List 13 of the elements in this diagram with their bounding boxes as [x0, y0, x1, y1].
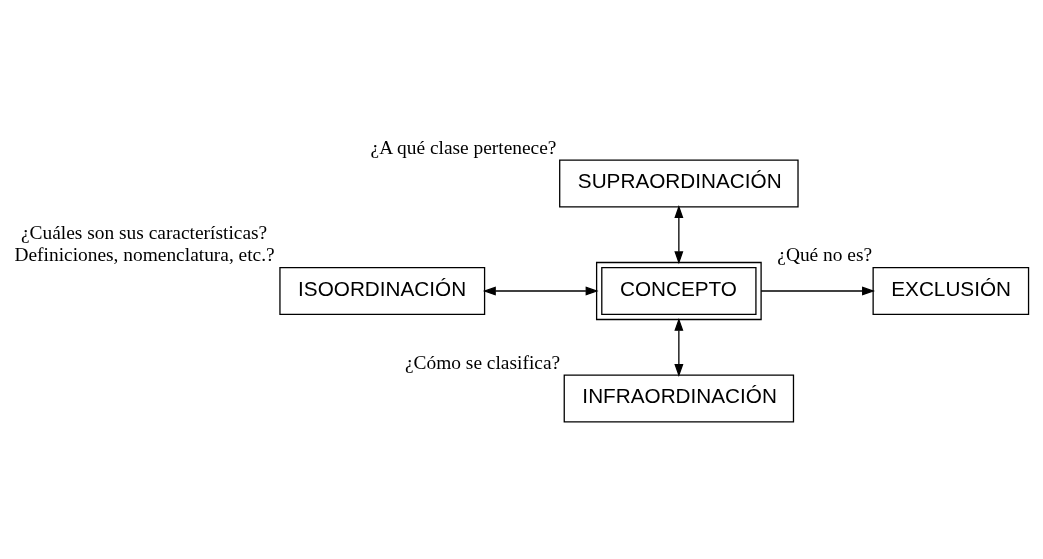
- arrow: [760, 285, 876, 296]
- arrow: [674, 204, 684, 264]
- node-box: SUPRAORDINACIÓN: [559, 159, 799, 207]
- node-label: ¿A qué clase pertenece?: [370, 136, 557, 158]
- node-label: ¿Cómo se clasifica?: [404, 351, 561, 373]
- node-label: ¿Cuáles son sus características? Definiciones, nomenclatura, etc.?: [14, 221, 275, 265]
- node-label: ¿Qué no es?: [777, 243, 873, 265]
- arrow: [674, 317, 684, 377]
- arrow: [482, 285, 599, 296]
- node-box: ISOORDINACIÓN: [279, 266, 486, 315]
- node-box: CONCEPTO: [595, 261, 762, 320]
- node-box: INFRAORDINACIÓN: [563, 374, 795, 422]
- node-box: EXCLUSIÓN: [872, 266, 1030, 315]
